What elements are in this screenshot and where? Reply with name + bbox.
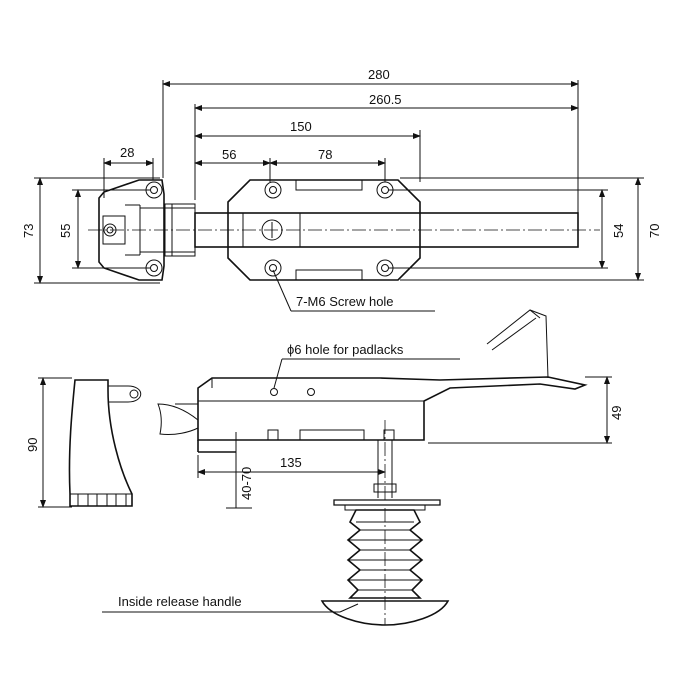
bellows — [346, 509, 424, 599]
dim-keeper-hole-pitch: 55 — [58, 224, 73, 238]
dim-hole-pitch: 78 — [318, 147, 332, 162]
dim-body-height: 70 — [647, 224, 662, 238]
dim-body-length: 150 — [290, 119, 312, 134]
top-view: 280 260.5 150 56 78 28 73 55 54 70 — [21, 67, 662, 312]
dim-keeper-height: 73 — [21, 224, 36, 238]
dim-door-thickness: 40-70 — [239, 467, 254, 500]
dim-body-hole-pitch: 54 — [611, 224, 626, 238]
dim-handle-height: 49 — [609, 406, 624, 420]
padlock-hole-label: ϕ6 hole for padlacks — [287, 342, 404, 357]
inside-handle-label: Inside release handle — [118, 594, 242, 609]
side-view: ϕ6 hole for padlacks 90 49 135 — [25, 309, 624, 626]
dim-bar-length: 260.5 — [369, 92, 402, 107]
dim-keeper-width: 28 — [120, 145, 134, 160]
dim-hole-offset: 56 — [222, 147, 236, 162]
dim-side-height: 90 — [25, 438, 40, 452]
dim-overall-length: 280 — [368, 67, 390, 82]
screw-hole-label: 7-M6 Screw hole — [296, 294, 394, 309]
dim-spindle-offset: 135 — [280, 455, 302, 470]
